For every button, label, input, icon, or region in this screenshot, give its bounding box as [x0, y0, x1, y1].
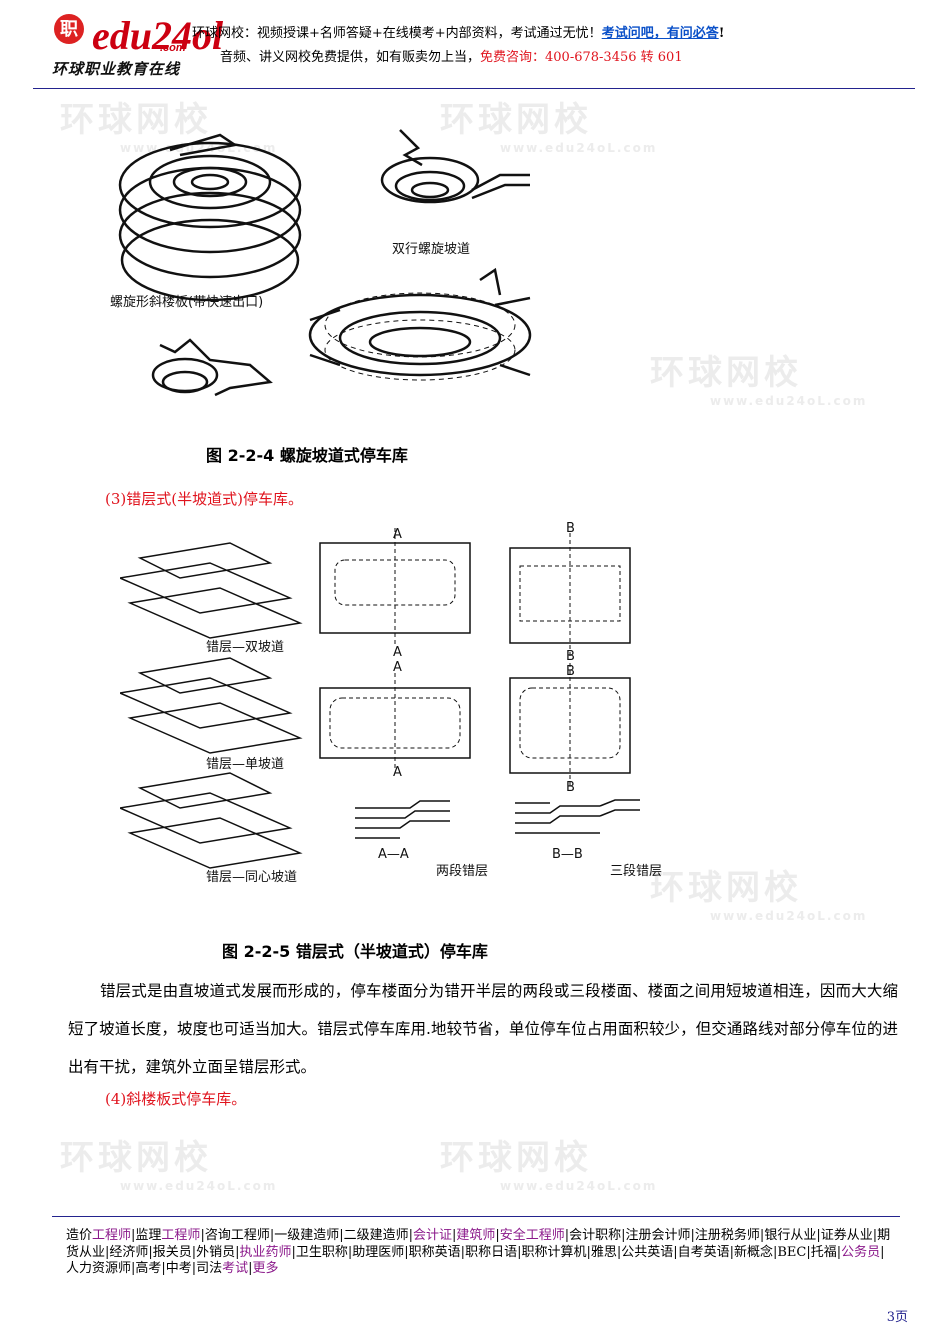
header-exclaim: ! [718, 26, 725, 41]
mark-a-bottom-2: A [393, 765, 402, 780]
footer-link-highlight[interactable]: 建筑师 [456, 1228, 496, 1243]
header-rule [33, 88, 915, 89]
header-line-1: 环球网校：视频授课+名师答疑+在线模考+内部资料，考试通过无忧！考试问吧，有问必… [192, 22, 724, 41]
label-double-ramp: 错层—双坡道 [206, 640, 284, 655]
label-double-spiral: 双行螺旋坡道 [392, 242, 470, 257]
figure-2-caption: 图 2-2-5 错层式（半坡道式）停车库 [222, 942, 488, 961]
section-3-title: (3)错层式(半坡道式)停车库。 [105, 490, 303, 508]
header-contact: 免费咨询：400-678-3456 转 601 [480, 50, 683, 65]
footer-link-highlight[interactable]: 更多 [252, 1261, 279, 1276]
mark-b-top: B [566, 521, 575, 536]
footer-link-highlight[interactable]: 安全工程师 [499, 1228, 565, 1243]
label-spiral-slab: 螺旋形斜楼板(带快速出口) [110, 295, 263, 310]
figure-spiral-ramp: 螺旋形斜楼板(带快速出口) 双行螺旋坡道 [110, 129, 532, 397]
footer-link[interactable]: | [451, 1228, 457, 1243]
label-three-split: 三段错层 [610, 864, 662, 879]
logo-letter: 职 [54, 14, 84, 44]
footer-link-highlight[interactable]: 工程师 [92, 1228, 132, 1243]
footer-link[interactable]: |卫生职称|助理医师|职称英语|职称日语|职称计算机|雅思|公共英语|自考英语|… [291, 1244, 842, 1260]
footer-link[interactable]: 造价 [66, 1228, 93, 1243]
section-4-title: (4)斜楼板式停车库。 [105, 1090, 247, 1108]
footer-link[interactable]: |会计职称|注册会计师|注册税务师|银行从业|证券从业|期货从业|经济师|报关员… [66, 1228, 891, 1260]
header-promo: 环球网校：视频授课+名师答疑+在线模考+内部资料，考试通过无忧！ [192, 26, 602, 41]
header-notice: 音频、讲义网校免费提供，如有贩卖勿上当， [220, 50, 481, 65]
label-two-split: 两段错层 [436, 864, 488, 879]
mark-a-top: A [393, 527, 402, 542]
logo-text: edu24ol [92, 13, 224, 58]
footer-rule [52, 1216, 900, 1217]
footer-link[interactable]: | [248, 1261, 253, 1276]
section-bb: B—B [552, 847, 583, 862]
mark-b-top-2: B [566, 664, 575, 679]
footer-link-highlight[interactable]: 执业药师 [239, 1244, 292, 1260]
mark-b-bottom: B [566, 649, 575, 664]
label-single-ramp: 错层—单坡道 [206, 757, 284, 772]
section-aa: A—A [378, 847, 409, 862]
header-link-ask[interactable]: 考试问吧，有问必答 [601, 26, 719, 41]
footer-link-highlight[interactable]: 会计证 [412, 1228, 452, 1243]
mark-a-top-2: A [393, 660, 402, 675]
figure-split-level: A A A A B B B B A—A B—B 错层—双坡道 错层—单坡道 错层… [120, 521, 662, 885]
body-paragraph: 错层式是由直坡道式发展而形成的，停车楼面分为错开半层的两段或三段楼面、楼面之间用… [68, 982, 898, 1076]
footer-link[interactable]: |监理 [131, 1228, 162, 1243]
mark-a-bottom: A [393, 645, 402, 660]
page-number: 3页 [886, 1310, 908, 1325]
header-line-2: 音频、讲义网校免费提供，如有贩卖勿上当，免费咨询：400-678-3456 转 … [220, 46, 683, 65]
logo-subtitle: 环球职业教育在线 [52, 60, 181, 78]
footer-link[interactable]: |人力资源师|高考|中考|司法 [66, 1244, 885, 1277]
footer-link[interactable]: | [495, 1228, 500, 1243]
figure-1-caption: 图 2-2-4 螺旋坡道式停车库 [206, 446, 408, 465]
footer-links: 造价工程师|监理工程师|咨询工程师|一级建造师|二级建造师|会计证|建筑师|安全… [66, 1228, 896, 1278]
footer-link-highlight[interactable]: 考试 [222, 1261, 249, 1276]
footer-link[interactable]: |咨询工程师|一级建造师|二级建造师| [200, 1228, 413, 1243]
mark-b-bottom-2: B [566, 780, 575, 795]
footer-link-highlight[interactable]: 工程师 [161, 1228, 201, 1243]
logo-domain: .com [160, 42, 186, 54]
footer-link-highlight[interactable]: 公务员 [841, 1244, 881, 1260]
label-concentric-ramp: 错层—同心坡道 [206, 870, 297, 885]
